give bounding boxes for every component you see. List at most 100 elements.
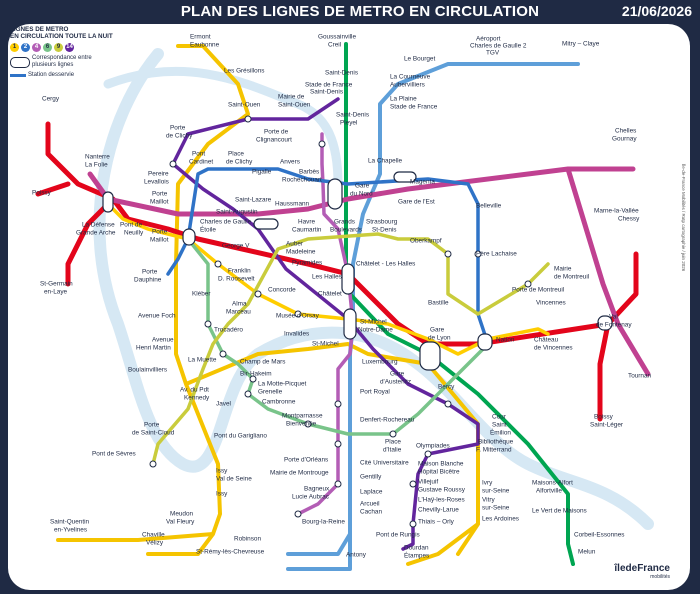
station-label: Alma — [232, 301, 247, 308]
station-label: Auber — [286, 241, 304, 248]
station-label: Denfert-Rochereau — [360, 417, 415, 424]
station-label: Creil — [328, 42, 341, 49]
station-label: Émilion — [490, 428, 511, 437]
station-label: Haussmann — [275, 201, 310, 208]
station-label: Mairie de — [278, 94, 305, 101]
station-label: Musée d'Orsay — [276, 313, 320, 320]
station-label: Val Fleury — [166, 519, 195, 526]
station-label: Porte — [142, 269, 158, 276]
station-label: Étampes — [404, 551, 429, 560]
station-label: Port Royal — [360, 389, 390, 396]
station-label: Pigalle — [252, 169, 272, 176]
legend: LIGNES DE METRO EN CIRCULATION TOUTE LA … — [10, 26, 144, 79]
station-label: Montparnasse — [282, 413, 323, 420]
station-label: Porte — [144, 422, 160, 429]
station-label: d'Austerlitz — [380, 379, 411, 386]
station-label: Vitry — [482, 497, 495, 504]
legend-correspondence-line1: Correspondance entre — [32, 55, 92, 61]
station-label: Alfortville — [536, 488, 562, 495]
station-label: Melun — [578, 549, 596, 556]
station-label: Chessy — [618, 216, 640, 223]
station-label: Saint-Denis — [336, 112, 369, 119]
station-label: Val de Seine — [216, 476, 252, 483]
station-label: Meudon — [170, 511, 194, 518]
station-label: Charles de Gaulle 2 — [470, 43, 527, 50]
station-label: Avenue — [152, 337, 174, 344]
station-label: Bastille — [428, 300, 449, 307]
station-label: Mairie — [554, 266, 572, 273]
station-label: de Montreuil — [554, 274, 589, 281]
station-label: Corbeil-Essonnes — [574, 532, 624, 539]
station-label: Madeleine — [286, 249, 316, 256]
station-label: Porte — [152, 229, 168, 236]
station-label: Pyramides — [292, 260, 322, 267]
station-label: Maison Blanche — [418, 461, 464, 468]
station-label: Cardinet — [189, 159, 213, 166]
station-label: Bercy — [438, 384, 455, 391]
station-label: Maisons-Alfort — [532, 480, 573, 487]
station-label: Les Halles — [312, 274, 342, 281]
station-label: Saint-Quentin — [50, 519, 90, 526]
station-label: Bourg-la-Reine — [302, 519, 345, 526]
station-label: Chevilly-Larue — [418, 507, 459, 514]
station-label: Javel — [216, 401, 231, 408]
station-label: Hôpital Bicêtre — [418, 469, 460, 476]
station-label: Père Lachaise — [476, 251, 517, 258]
station-label: Cité Universitaire — [360, 460, 409, 467]
station-label: Gare — [390, 371, 405, 378]
station-label: Bir-Hakeim — [240, 371, 272, 378]
station-label: Avenue Foch — [138, 313, 176, 320]
station-label: Vincennes — [536, 300, 566, 307]
station-label: Aéroport — [476, 36, 501, 43]
station-label: Châtelet - Les Halles — [356, 261, 415, 268]
station-label: Saint-Ouen — [278, 102, 311, 109]
date-label: 21/06/2026 — [622, 3, 692, 19]
station-label: Anvers — [280, 159, 300, 166]
station-label: Notre-Dame — [358, 327, 393, 334]
station-label: Kennedy — [184, 395, 210, 402]
station-label: Stade de France — [305, 82, 353, 89]
station-label: Pont de — [120, 222, 142, 229]
station-label: Robinson — [234, 536, 261, 543]
station-label: de Clichy — [166, 133, 193, 140]
station-label: Cour — [492, 414, 507, 421]
station-label: St-Rémy-lès-Chevreuse — [196, 549, 265, 556]
station-label: Saint-Denis — [310, 89, 343, 96]
station-label: Nation — [496, 337, 515, 344]
credit-text: Île-de-France Mobilités / Ratp cartograp… — [681, 164, 686, 271]
station-label: Saint-Léger — [590, 422, 624, 429]
station-label: Gournay — [612, 136, 637, 143]
station-label: Neuilly — [124, 230, 144, 237]
station-label: La Folie — [85, 162, 108, 169]
station-label: Gustave Roussy — [418, 487, 466, 494]
station-label: Vélizy — [146, 540, 164, 547]
station-label: Saint-Lazare — [235, 197, 272, 204]
station-label: Porte d'Orléans — [284, 457, 328, 464]
station-label: Poissy — [32, 190, 52, 197]
station-label: sur-Seine — [482, 488, 510, 495]
station-label: Château — [534, 337, 559, 344]
station-label: La Motte-Picquet — [258, 381, 307, 388]
station-label: Pleyel — [340, 120, 357, 127]
station-label: Pont du Garigliano — [214, 433, 267, 440]
station-label: Cergy — [42, 96, 60, 103]
station-label: La Plaine — [390, 96, 417, 103]
station-label: Pont de Rungis — [376, 532, 420, 539]
legend-line-14: 14 — [65, 43, 74, 52]
station-label: de Clichy — [226, 159, 253, 166]
station-label: Val — [609, 314, 618, 321]
station-label: TGV — [486, 50, 500, 57]
station-label: de Lyon — [428, 335, 451, 342]
station-label: Saint-Augustin — [216, 209, 258, 216]
station-label: Antony — [346, 552, 367, 559]
station-label: L'Haÿ-les-Roses — [418, 497, 465, 504]
station-label: Grands — [334, 219, 355, 226]
station-label: Invalides — [284, 331, 309, 338]
station-label: Grande Arche — [76, 230, 116, 237]
station-label: Nanterre — [85, 154, 110, 161]
station-label: Av. du Pdt — [180, 387, 209, 394]
station-label: Charles de Gaulle — [200, 219, 252, 226]
station-label: Gare — [430, 327, 445, 334]
legend-correspondence-line2: plusieurs lignes — [32, 62, 73, 68]
station-label: Ermont — [190, 34, 211, 41]
